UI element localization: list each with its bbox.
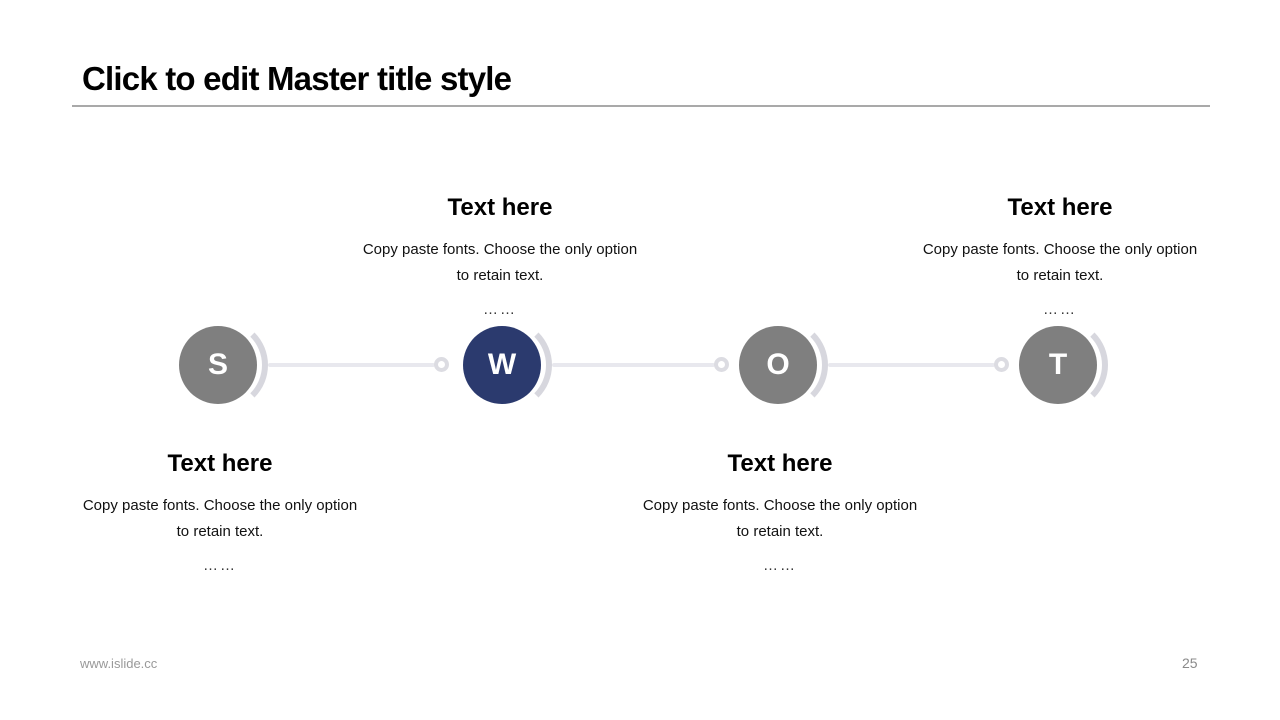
text-block-above-w: Text here Copy paste fonts. Choose the o…	[330, 194, 670, 318]
text-block-body: Copy paste fonts. Choose the only option…	[890, 237, 1230, 289]
text-block-line1: Copy paste fonts. Choose the only option	[362, 241, 638, 258]
text-block-ellipsis: ……	[203, 557, 237, 574]
text-block-body: Copy paste fonts. Choose the only option…	[50, 493, 390, 545]
text-block-above-t: Text here Copy paste fonts. Choose the o…	[890, 194, 1230, 318]
node-letter: W	[487, 348, 517, 381]
timeline-connector	[828, 363, 995, 367]
title-underline	[72, 105, 1210, 107]
text-block-heading: Text here	[727, 450, 833, 477]
text-block-heading: Text here	[447, 194, 553, 221]
node-arc-icon	[736, 319, 828, 411]
node-letter: O	[766, 348, 790, 381]
text-block-heading: Text here	[167, 450, 273, 477]
node-letter: T	[1048, 348, 1068, 381]
text-block-line1: Copy paste fonts. Choose the only option	[922, 241, 1198, 258]
text-block-body: Copy paste fonts. Choose the only option…	[610, 493, 950, 545]
text-block-line1: Copy paste fonts. Choose the only option	[642, 497, 918, 514]
node-letter: S	[207, 348, 228, 381]
text-block-heading: Text here	[1007, 194, 1113, 221]
slide-title: Click to edit Master title style	[82, 60, 512, 97]
connector-ring-icon	[434, 357, 449, 372]
text-block-below-s: Text here Copy paste fonts. Choose the o…	[50, 450, 390, 574]
text-block-line1: Copy paste fonts. Choose the only option	[82, 497, 358, 514]
connector-ring-icon	[714, 357, 729, 372]
text-block-ellipsis: ……	[483, 301, 517, 318]
text-block-ellipsis: ……	[763, 557, 797, 574]
text-block-line2: to retain text.	[736, 523, 824, 540]
page-number: 25	[1182, 655, 1198, 671]
timeline-connector	[552, 363, 715, 367]
text-block-line2: to retain text.	[176, 523, 264, 540]
timeline-node-w: W	[463, 326, 541, 404]
timeline-node-t: T	[1019, 326, 1097, 404]
text-block-body: Copy paste fonts. Choose the only option…	[330, 237, 670, 289]
text-block-ellipsis: ……	[1043, 301, 1077, 318]
footer-url: www.islide.cc	[80, 656, 158, 671]
timeline-node-o: O	[739, 326, 817, 404]
text-block-below-o: Text here Copy paste fonts. Choose the o…	[610, 450, 950, 574]
timeline-connector	[268, 363, 435, 367]
connector-ring-icon	[994, 357, 1009, 372]
text-block-line2: to retain text.	[456, 267, 544, 284]
node-arc-icon	[1016, 319, 1108, 411]
node-arc-icon	[176, 319, 268, 411]
text-block-line2: to retain text.	[1016, 267, 1104, 284]
node-arc-icon	[460, 319, 552, 411]
timeline-node-s: S	[179, 326, 257, 404]
